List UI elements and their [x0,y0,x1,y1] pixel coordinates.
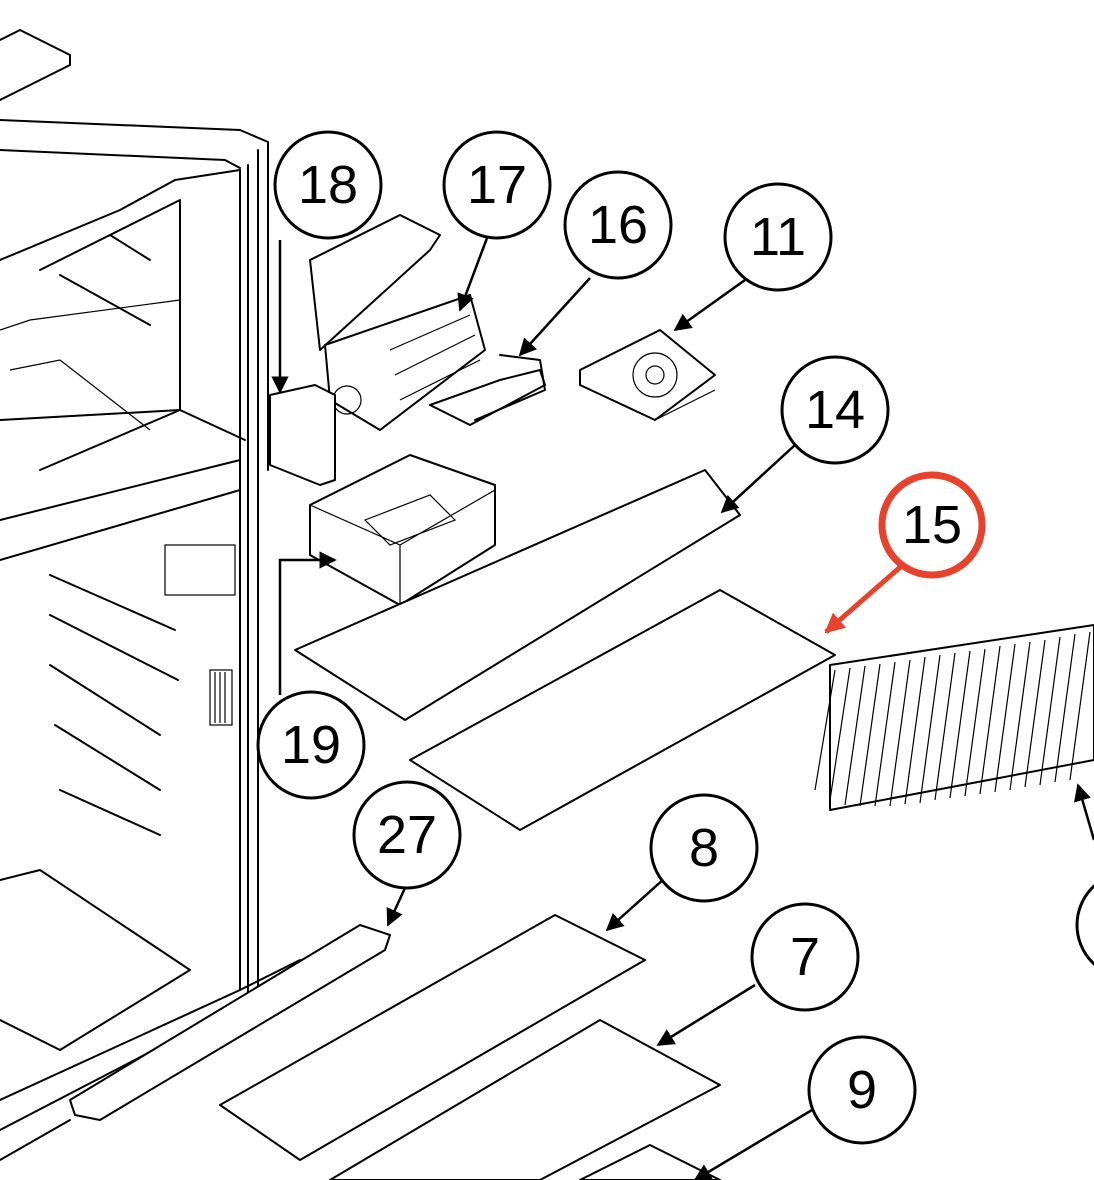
leader-lines [271,237,1094,1180]
ice-maker-bracket [269,384,336,486]
shelf-7 [329,1019,721,1180]
callout-label: 16 [588,195,648,255]
highlight-arrow [824,561,907,634]
callout-16: 16 [563,170,673,280]
callout-15-highlighted: 15 [878,471,986,579]
callout-label: 17 [467,155,527,215]
ice-maker [309,214,546,431]
shelf-8 [219,914,646,1161]
callout-label: 9 [847,1060,877,1120]
evaporator-fan [579,329,716,421]
callout-label: 15 [902,495,962,555]
callout-label: 11 [750,207,806,267]
callout-14: 14 [780,355,890,465]
callout-label: 14 [805,380,865,440]
callout-17: 17 [442,130,552,240]
pleated-panel [814,624,1094,811]
shelf-15 [409,589,836,831]
callout-18: 18 [273,130,383,240]
shutoff-arm [474,354,546,421]
callout-label: 7 [790,927,820,987]
callout-8: 8 [649,793,759,903]
shelf-14 [294,469,741,721]
callout-19: 19 [256,690,366,800]
callouts: 18 17 16 11 14 15 19 27 [256,130,986,1145]
callout-9: 9 [807,1035,917,1145]
callout-label: 19 [281,715,341,775]
ice-bucket [309,454,496,606]
shelf-9 [579,1144,721,1180]
callout-label: 8 [689,818,719,878]
refrigerator-cabinet [0,29,391,1161]
callout-label: 18 [298,155,358,215]
callout-11: 11 [723,182,833,292]
callout-7: 7 [750,902,860,1012]
cabinet-vent [209,669,233,726]
callout-27: 27 [352,780,462,890]
callout-label: 27 [377,805,437,865]
callout-circle-partial [1075,884,1094,966]
